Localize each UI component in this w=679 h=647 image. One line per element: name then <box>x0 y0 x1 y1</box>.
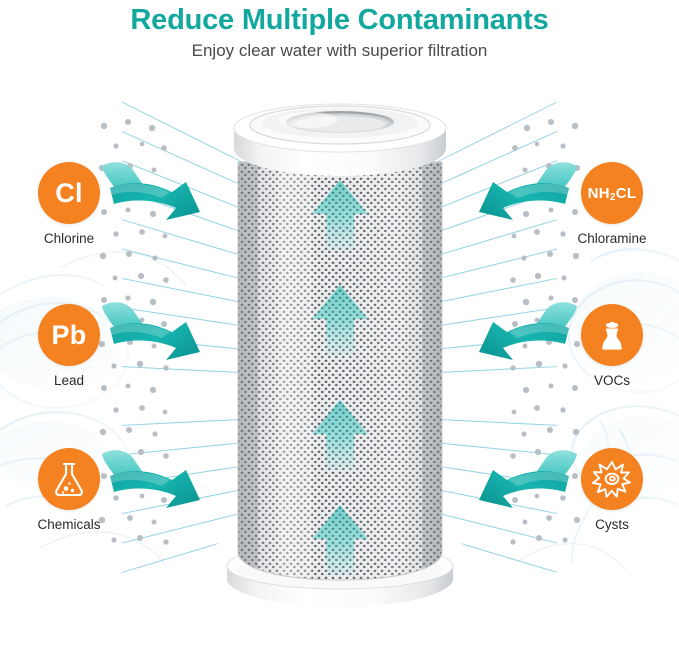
badge-caption: Chemicals <box>37 517 101 532</box>
outflow-arrow-right-2 <box>479 302 577 360</box>
badge-chloramine[interactable]: NH2CL Chloramine <box>557 162 667 246</box>
flask-icon <box>55 462 83 497</box>
outflow-arrow-right-3 <box>479 450 577 508</box>
badge-caption: Lead <box>53 373 85 388</box>
badge-circle <box>581 304 643 366</box>
page-subtitle: Enjoy clear water with superior filtrati… <box>191 41 488 60</box>
badge-circle: Pb <box>38 304 100 366</box>
badge-caption: Chloramine <box>577 231 647 246</box>
cyst-microbe-icon <box>592 461 631 498</box>
badge-caption: VOCs <box>593 373 630 388</box>
lead-symbol-text: Pb <box>51 319 87 350</box>
badge-chlorine[interactable]: Cl Chlorine <box>14 162 124 246</box>
badge-circle: NH2CL <box>581 162 643 224</box>
badge-chemicals[interactable]: Chemicals <box>14 448 124 532</box>
water-filter-cartridge <box>226 103 454 607</box>
outflow-arrow-right-1 <box>479 162 577 220</box>
page-title: Reduce Multiple Contaminants <box>130 4 549 36</box>
header-block: Reduce Multiple Contaminants Enjoy clear… <box>0 0 679 62</box>
inflow-arrow-left-1 <box>102 162 200 220</box>
badge-lead[interactable]: Pb Lead <box>14 304 124 388</box>
badge-caption: Cysts <box>595 517 629 532</box>
chlorine-symbol-text: Cl <box>55 177 83 208</box>
badge-cysts[interactable]: Cysts <box>557 448 667 532</box>
badge-vocs[interactable]: VOCs <box>557 304 667 388</box>
factory-smokestack-icon <box>602 321 622 350</box>
chloramine-symbol-text: NH2CL <box>587 184 637 203</box>
badge-circle <box>38 448 100 510</box>
badge-circle: Cl <box>38 162 100 224</box>
badge-caption: Chlorine <box>43 231 95 246</box>
badge-circle <box>581 448 643 510</box>
